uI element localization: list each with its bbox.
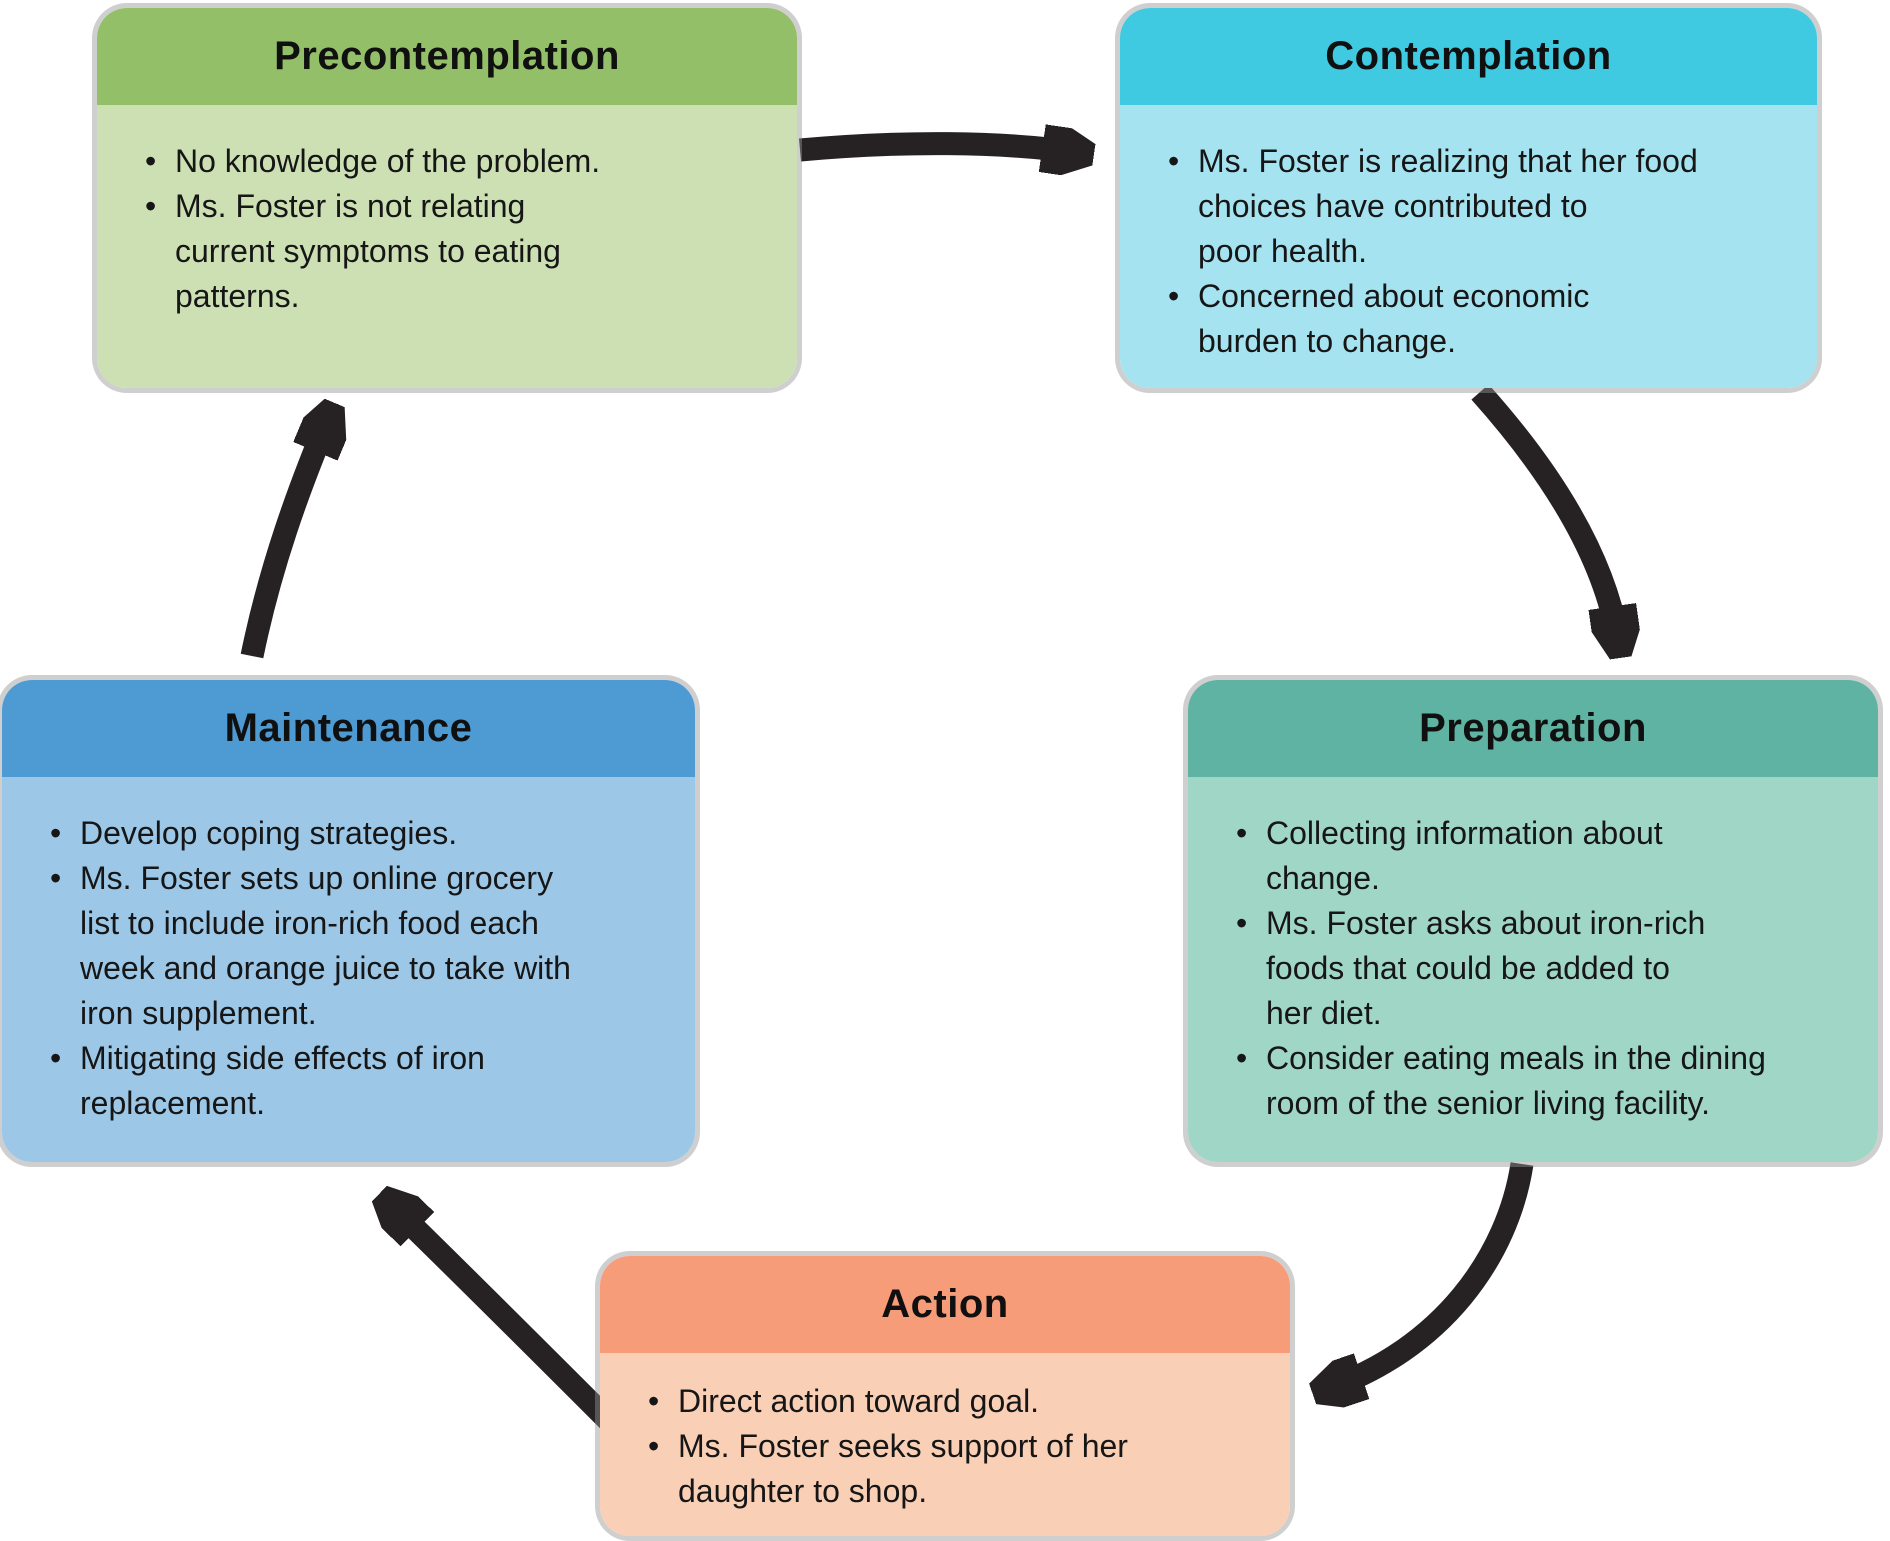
bullet-list: No knowledge of the problem. Ms. Foster … [139, 139, 773, 319]
bullet-item: Ms. Foster asks about iron-rich foods th… [1230, 901, 1854, 1036]
bullet-item: Ms. Foster sets up online grocery list t… [44, 856, 671, 1036]
stage-title: Preparation [1419, 706, 1647, 750]
stage-card-preparation: Preparation Collecting information about… [1188, 680, 1878, 1162]
stage-body-action: Direct action toward goal. Ms. Foster se… [600, 1353, 1290, 1536]
stage-header-preparation: Preparation [1188, 680, 1878, 777]
arrow-contemplation-to-preparation [1471, 384, 1619, 646]
stage-title: Precontemplation [274, 34, 620, 78]
arrow-preparation-to-action [1324, 1162, 1534, 1390]
stage-body-preparation: Collecting information about change. Ms.… [1188, 777, 1878, 1162]
stage-header-maintenance: Maintenance [2, 680, 695, 777]
bullet-item: Consider eating meals in the dining room… [1230, 1036, 1854, 1126]
stage-card-precontemplation: Precontemplation No knowledge of the pro… [97, 8, 797, 388]
bullet-item: No knowledge of the problem. [139, 139, 773, 184]
bullet-item: Mitigating side effects of iron replacem… [44, 1036, 671, 1126]
bullet-list: Ms. Foster is realizing that her food ch… [1162, 139, 1793, 364]
stage-card-maintenance: Maintenance Develop coping strategies. M… [2, 680, 695, 1162]
stage-card-action: Action Direct action toward goal. Ms. Fo… [600, 1256, 1290, 1536]
stage-body-contemplation: Ms. Foster is realizing that her food ch… [1120, 105, 1817, 388]
bullet-list: Direct action toward goal. Ms. Foster se… [642, 1379, 1266, 1514]
stage-header-precontemplation: Precontemplation [97, 8, 797, 105]
bullet-item: Develop coping strategies. [44, 811, 671, 856]
stage-title: Action [881, 1282, 1009, 1326]
stage-body-maintenance: Develop coping strategies. Ms. Foster se… [2, 777, 695, 1162]
arrow-precontemplation-to-contemplation [798, 144, 1082, 153]
bullet-item: Ms. Foster is not relating current sympt… [139, 184, 773, 319]
arrow-action-to-maintenance [388, 1202, 621, 1433]
stage-title: Contemplation [1325, 34, 1612, 78]
arrow-maintenance-to-precontemplation [240, 414, 330, 659]
bullet-item: Collecting information about change. [1230, 811, 1854, 901]
bullet-item: Concerned about economic burden to chang… [1162, 274, 1793, 364]
bullet-item: Ms. Foster is realizing that her food ch… [1162, 139, 1793, 274]
bullet-list: Develop coping strategies. Ms. Foster se… [44, 811, 671, 1126]
stage-title: Maintenance [224, 706, 473, 750]
stage-header-contemplation: Contemplation [1120, 8, 1817, 105]
stage-header-action: Action [600, 1256, 1290, 1353]
bullet-item: Direct action toward goal. [642, 1379, 1266, 1424]
bullet-item: Ms. Foster seeks support of her daughter… [642, 1424, 1266, 1514]
stage-body-precontemplation: No knowledge of the problem. Ms. Foster … [97, 105, 797, 388]
stage-card-contemplation: Contemplation Ms. Foster is realizing th… [1120, 8, 1817, 388]
bullet-list: Collecting information about change. Ms.… [1230, 811, 1854, 1126]
